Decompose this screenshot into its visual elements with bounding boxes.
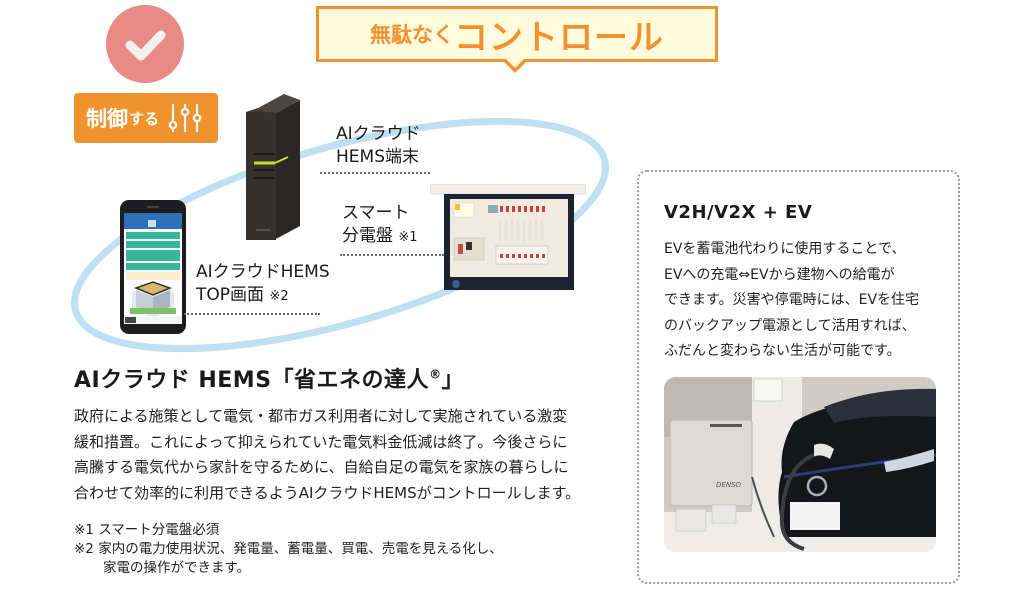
v2h-card <box>637 170 960 584</box>
paragraph-line: 政府による施策として電気・都市ガス利用者に対して実施されている激変 <box>74 407 568 425</box>
check-circle <box>106 5 184 83</box>
header-bubble: 無駄なく コントロール <box>316 6 718 62</box>
app-screen-line2: TOP画面 <box>196 285 265 305</box>
bubble-tail-inner <box>505 58 525 68</box>
smart-panel-image <box>430 184 586 290</box>
app-screen-leader-line <box>184 313 320 315</box>
app-screen-label: AIクラウドHEMS TOP画面 ※2 <box>196 261 330 308</box>
hems-terminal-image <box>246 94 300 240</box>
control-badge: 制御 する <box>74 93 218 143</box>
v2h-line: EVを蓄電池代わりに使用することで、 <box>664 241 906 257</box>
denso-brand-text: DENSO <box>716 481 741 489</box>
page-title: AIクラウド HEMS「省エネの達人®」 <box>74 362 464 394</box>
connection-arc <box>71 117 609 353</box>
v2h-line: ふだんと変わらない生活が可能です。 <box>664 343 901 359</box>
badge-label-suffix: する <box>129 109 160 128</box>
registered-mark: ® <box>429 367 442 382</box>
hems-terminal-line2: HEMS端末 <box>336 147 419 167</box>
v2h-description: EVを蓄電池代わりに使用することで、 EVへの充電⇔EVから建物への給電が でき… <box>664 237 919 365</box>
badge-label-main: 制御 <box>86 107 128 131</box>
smart-panel-leader-line <box>340 254 444 256</box>
app-screen-line1: AIクラウドHEMS <box>196 262 330 282</box>
title-text: AIクラウド HEMS「省エネの達人 <box>74 368 430 393</box>
v2h-line: のバックアップ電源として活用すれば、 <box>664 317 916 334</box>
hems-terminal-leader-line <box>320 172 430 174</box>
smart-panel-label: スマート 分電盤 ※1 <box>342 202 418 249</box>
sliders-icon <box>168 103 202 133</box>
hems-terminal-label: AIクラウド HEMS端末 <box>336 123 421 169</box>
title-close-bracket: 」 <box>441 368 465 393</box>
v2h-title: V2H/V2X + EV <box>664 202 813 223</box>
smart-panel-note: ※1 <box>398 230 418 245</box>
app-screen-note: ※2 <box>269 289 289 304</box>
footnotes: ※1 スマート分電盤必須 ※2 家内の電力使用状況、発電量、蓄電量、買電、売電を… <box>74 521 503 578</box>
footnote-1: ※1 スマート分電盤必須 <box>74 522 220 538</box>
v2h-line: EVへの充電⇔EVから建物への給電が <box>664 266 895 283</box>
bubble-prefix: 無駄なく <box>370 23 454 47</box>
smart-panel-line1: スマート <box>342 203 410 223</box>
ev-photo-illustration: DENSO <box>664 377 936 552</box>
description-paragraph: 政府による施策として電気・都市ガス利用者に対して実施されている激変 緩和措置。こ… <box>74 404 634 506</box>
check-icon <box>125 30 166 61</box>
smartphone-image <box>120 200 186 334</box>
hems-terminal-line1: AIクラウド <box>336 124 421 144</box>
paragraph-line: 高騰する電気代から家計を守るために、自給自足の電気を家族の暮らしに <box>74 458 569 476</box>
footnote-2: ※2 家内の電力使用状況、発電量、蓄電量、買電、売電を見える化し、 <box>74 541 503 557</box>
paragraph-line: 合わせて効率的に利用できるようAIクラウドHEMSがコントロールします。 <box>74 483 581 502</box>
footnote-2-cont: 家電の操作ができます。 <box>103 560 251 576</box>
smart-panel-line2: 分電盤 <box>342 226 393 246</box>
v2h-line: できます。災害や停電時には、EVを住宅 <box>664 292 920 308</box>
bubble-main: コントロール <box>454 17 664 58</box>
ev-charging-photo: DENSO <box>664 377 936 552</box>
paragraph-line: 緩和措置。これによって抑えられていた電気料金低減は終了。今後さらに <box>74 432 568 451</box>
